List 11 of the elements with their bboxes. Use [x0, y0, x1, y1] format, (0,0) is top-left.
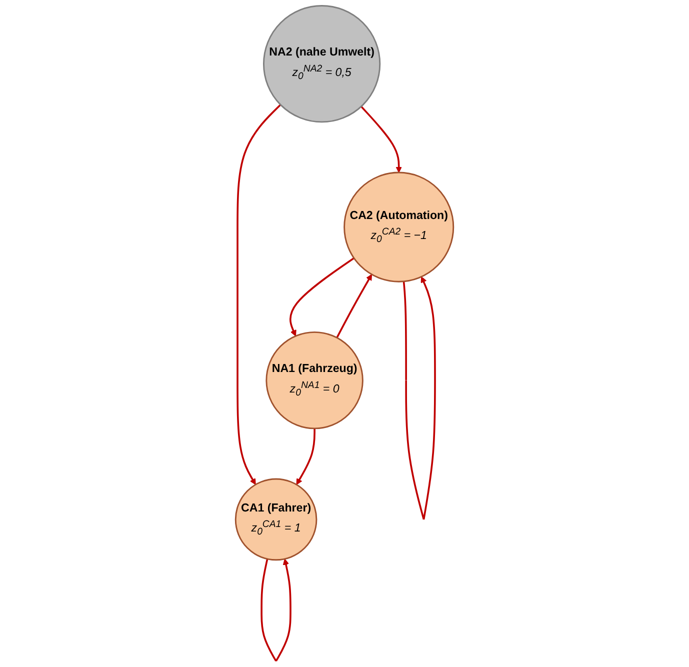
node-circle: NA2 (nahe Umwelt) z$_{0}$$^{NA2}$ = 0,5 [262, 5, 381, 123]
arrow [296, 428, 316, 485]
arrow [289, 257, 354, 336]
arrow [336, 274, 372, 338]
arrow [360, 106, 402, 173]
arrow [236, 104, 282, 485]
node-circle: NA1 (Fahrzeug) z$_{0}$$^{NA1}$ = 0 [266, 331, 364, 430]
node-circle: CA2 (Automation) z$_{0}$$^{CA2}$ = −1 [344, 172, 454, 282]
arrow [260, 558, 292, 662]
arrow [402, 276, 436, 520]
node-circle: CA1 (Fahrer) z$_{0}$$^{CA1}$ = 1 [234, 478, 318, 561]
